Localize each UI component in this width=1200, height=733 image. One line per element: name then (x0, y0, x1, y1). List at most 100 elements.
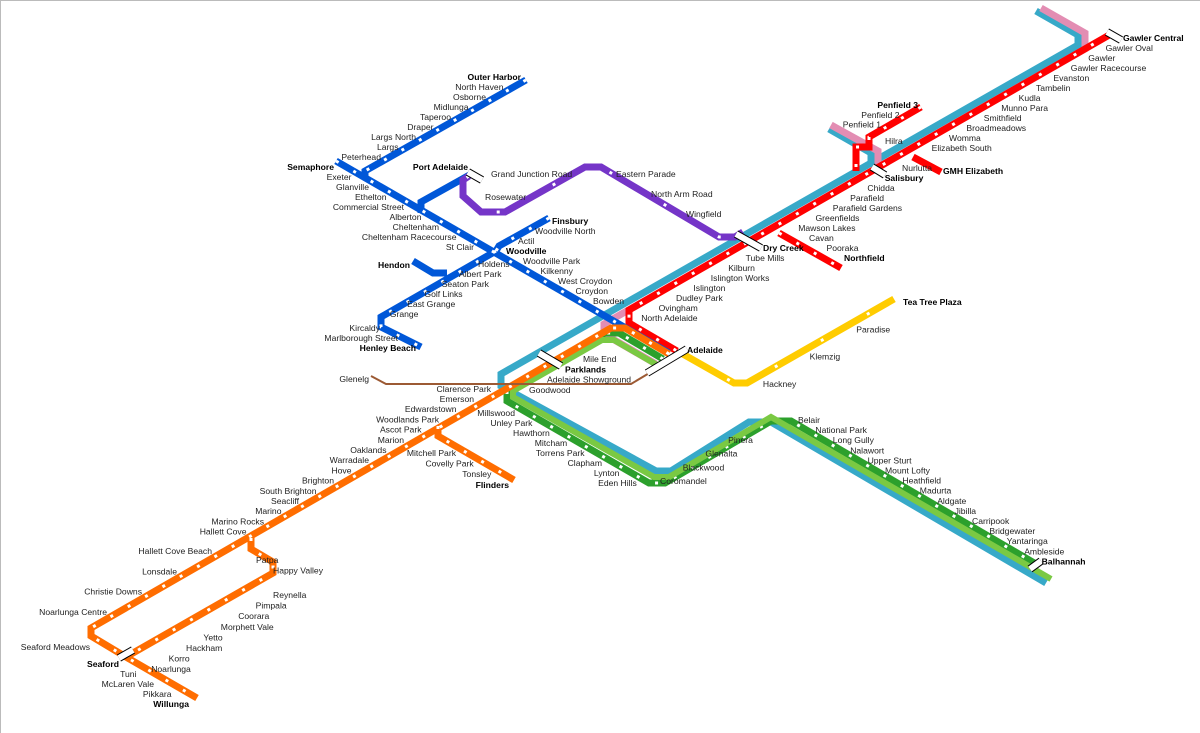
station-label[interactable]: Alberton (389, 212, 421, 222)
station-label[interactable]: Cheltenham Racecourse (362, 232, 457, 242)
station-label[interactable]: St Clair (446, 242, 474, 252)
station-label[interactable]: Cavan (809, 233, 834, 243)
station-label[interactable]: Coorara (238, 611, 269, 621)
station-label[interactable]: Actil (518, 236, 534, 246)
station-label[interactable]: National Park (815, 425, 867, 435)
station-label[interactable]: Draper (407, 122, 433, 132)
station-label[interactable]: Adelaide Showground (547, 375, 631, 385)
station-label[interactable]: Tambelin (1036, 83, 1071, 93)
station-label[interactable]: Hackney (763, 379, 797, 389)
station-label[interactable]: Eden Hills (598, 478, 637, 488)
station-label[interactable]: GMH Elizabeth (943, 166, 1003, 176)
station-label[interactable]: Woodlands Park (376, 414, 440, 424)
station-label[interactable]: Heathfield (902, 476, 941, 486)
station-label[interactable]: Pinera (728, 435, 753, 445)
station-label[interactable]: Pooraka (827, 243, 859, 253)
station-label[interactable]: Glenelg (339, 374, 369, 384)
station-label[interactable]: Emerson (440, 394, 475, 404)
station-label[interactable]: Willunga (153, 699, 189, 709)
station-label[interactable]: Long Gully (833, 435, 875, 445)
station-label[interactable]: Morphett Vale (221, 622, 274, 632)
station-label[interactable]: Finsbury (552, 216, 589, 226)
station-label[interactable]: Kilburn (728, 263, 755, 273)
station-label[interactable]: Marino (255, 506, 281, 516)
station-label[interactable]: Happy Valley (273, 566, 324, 576)
station-label[interactable]: Woodville (506, 246, 547, 256)
station-label[interactable]: Islington Works (711, 273, 770, 283)
station-label[interactable]: Broadmeadows (966, 123, 1026, 133)
station-label[interactable]: Dry Creek (763, 243, 804, 253)
station-label[interactable]: Woodville North (535, 226, 596, 236)
station-label[interactable]: Parafield (850, 193, 884, 203)
station-label[interactable]: Eastern Parade (616, 169, 676, 179)
station-label[interactable]: Mount Lofty (885, 466, 931, 476)
station-label[interactable]: Ambleside (1024, 546, 1064, 556)
station-label[interactable]: Ethelton (355, 192, 387, 202)
station-label[interactable]: Taperoo (420, 112, 451, 122)
station-label[interactable]: Tea Tree Plaza (903, 297, 962, 307)
station-label[interactable]: Yantaringa (1007, 536, 1048, 546)
station-label[interactable]: Goodwood (529, 385, 571, 395)
station-label[interactable]: Wingfield (686, 209, 722, 219)
station-label[interactable]: Hallett Cove (200, 527, 247, 537)
station-label[interactable]: Covelly Park (425, 459, 474, 469)
station-label[interactable]: Gawler Racecourse (1071, 63, 1147, 73)
station-label[interactable]: Yetto (203, 632, 222, 642)
station-label[interactable]: Aldgate (937, 496, 966, 506)
station-label[interactable]: Balhannah (1042, 556, 1086, 566)
station-label[interactable]: Belair (798, 415, 820, 425)
station-label[interactable]: Hackham (186, 643, 222, 653)
station-label[interactable]: Brighton (302, 476, 334, 486)
station-label[interactable]: Tube Mills (746, 253, 785, 263)
station-label[interactable]: Mitcham (535, 438, 567, 448)
station-label[interactable]: Seacliff (271, 496, 300, 506)
station-label[interactable]: Exeter (327, 172, 352, 182)
station-label[interactable]: Mile End (583, 354, 617, 364)
station-label[interactable]: Pikkara (143, 689, 172, 699)
station-label[interactable]: West Croydon (558, 276, 613, 286)
station-label[interactable]: Greenfields (816, 213, 860, 223)
station-label[interactable]: Hallett Cove Beach (138, 546, 212, 556)
station-label[interactable]: Smithfield (984, 113, 1022, 123)
station-label[interactable]: Hendon (378, 260, 410, 270)
station-label[interactable]: Hove (331, 465, 351, 475)
station-label[interactable]: Womma (949, 133, 981, 143)
station-label[interactable]: Islington (693, 283, 725, 293)
station-label[interactable]: Commercial Street (333, 202, 405, 212)
station-label[interactable]: Parafield Gardens (833, 203, 902, 213)
station-label[interactable]: Lynton (594, 468, 620, 478)
station-label[interactable]: Pimpala (256, 601, 287, 611)
station-label[interactable]: Penfield 1 (843, 120, 881, 130)
station-label[interactable]: Korro (169, 654, 190, 664)
station-label[interactable]: Glenalta (705, 449, 737, 459)
station-label[interactable]: Seaford (87, 659, 119, 669)
station-label[interactable]: Outer Harbor (468, 72, 522, 82)
station-label[interactable]: Ascot Park (380, 425, 422, 435)
station-label[interactable]: Northfield (844, 253, 885, 263)
station-label[interactable]: Grange (390, 309, 419, 319)
station-label[interactable]: Unley Park (490, 418, 533, 428)
station-label[interactable]: Evanston (1053, 73, 1089, 83)
station-label[interactable]: Tuni (120, 669, 136, 679)
station-label[interactable]: Tonsley (462, 469, 492, 479)
station-label[interactable]: Blackwood (683, 462, 725, 472)
station-label[interactable]: Seaton Park (442, 279, 490, 289)
station-label[interactable]: Golf Links (424, 289, 462, 299)
station-label[interactable]: Carripook (972, 516, 1010, 526)
station-label[interactable]: Madurta (920, 486, 952, 496)
station-label[interactable]: Upper Sturt (868, 455, 913, 465)
station-label[interactable]: Millswood (477, 408, 515, 418)
station-label[interactable]: Mawson Lakes (798, 223, 855, 233)
station-label[interactable]: Reynella (273, 590, 307, 600)
station-label[interactable]: Cheltenham (393, 222, 439, 232)
station-label[interactable]: Osborne (453, 92, 486, 102)
station-label[interactable]: Albert Park (459, 269, 502, 279)
station-label[interactable]: McLaren Vale (102, 679, 155, 689)
station-label[interactable]: Noarlunga (151, 664, 191, 674)
station-label[interactable]: Jibilla (955, 506, 977, 516)
station-label[interactable]: Gawler (1088, 53, 1115, 63)
station-label[interactable]: Klemzig (810, 352, 841, 362)
station-label[interactable]: Christie Downs (84, 587, 142, 597)
station-label[interactable]: Marion (378, 435, 404, 445)
station-label[interactable]: Ovingham (659, 303, 698, 313)
